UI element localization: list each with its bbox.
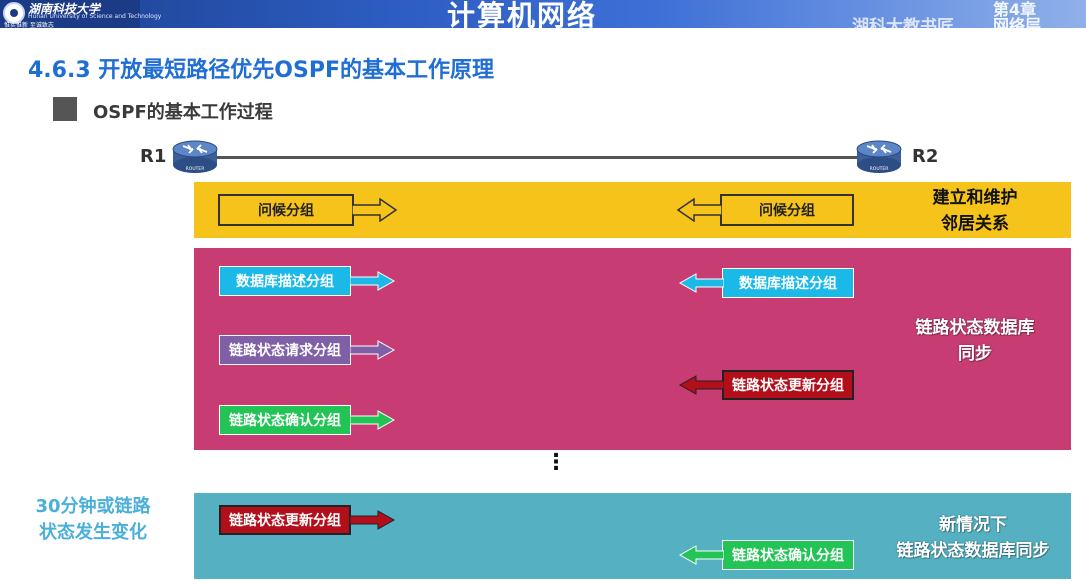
- watermark-chapter: 第4章: [993, 0, 1037, 19]
- hello-arrow-left-icon: [676, 198, 722, 222]
- router-r1-caption: ROUTER: [186, 166, 205, 172]
- lsu-packet-r2: 链路状态更新分组: [722, 370, 854, 400]
- dd-arrow-left-icon: [678, 273, 724, 293]
- university-emblem-icon: [3, 2, 25, 24]
- lsu-arrow-left-icon: [678, 375, 724, 395]
- dd-arrow-right-icon: [350, 271, 396, 291]
- header-bar: 湖南科技大学 Hunan University of Science and T…: [0, 0, 1086, 37]
- lsack-arrow-right-icon: [350, 410, 396, 430]
- band-label-neighbor: 建立和维护 邻居关系: [900, 185, 1050, 237]
- university-name: 湖南科技大学: [28, 2, 101, 16]
- router-r2-caption: ROUTER: [870, 166, 889, 172]
- lsr-arrow-right-icon: [350, 340, 396, 360]
- hello-packet-r1: 问候分组: [218, 194, 354, 226]
- band-label-neighbor-line2: 邻居关系: [941, 214, 1009, 234]
- router-r1-icon: ROUTER: [172, 140, 218, 173]
- lsack-packet-r2-teal: 链路状态确认分组: [722, 540, 854, 570]
- trigger-note-line2: 状态发生变化: [39, 522, 147, 543]
- band-label-lsdb-update: 新情况下 链路状态数据库同步: [878, 512, 1068, 564]
- trigger-note: 30分钟或链路 状态发生变化: [28, 494, 158, 546]
- network-link-line: [212, 156, 862, 159]
- ellipsis-vertical-icon: ⋮: [545, 450, 567, 475]
- dd-packet-r2: 数据库描述分组: [722, 268, 854, 298]
- lsr-packet-r1: 链路状态请求分组: [219, 335, 351, 365]
- hello-arrow-right-icon: [352, 198, 398, 222]
- university-motto: 惟实惟新 至诚致志: [4, 22, 54, 29]
- band-label-lsdb-sync: 链路状态数据库 同步: [890, 315, 1060, 367]
- bullet-heading: OSPF的基本工作过程: [93, 102, 273, 123]
- watermark-chapter-title: 网络层: [993, 16, 1042, 35]
- university-logo: 湖南科技大学 Hunan University of Science and T…: [0, 0, 161, 29]
- router-r2-icon: ROUTER: [856, 140, 902, 173]
- university-english-name: Hunan University of Science and Technolo…: [28, 13, 162, 20]
- lsu-teal-arrow-right-icon: [350, 510, 396, 530]
- band-label-lsdb-sync-line1: 链路状态数据库: [915, 318, 1035, 338]
- bullet-square-icon: [53, 97, 77, 121]
- router-r2-label: R2: [912, 146, 939, 167]
- dd-packet-r1: 数据库描述分组: [219, 266, 351, 296]
- course-title: 计算机网络: [447, 0, 598, 32]
- band-label-lsdb-update-line1: 新情况下: [939, 515, 1007, 535]
- hello-packet-r2: 问候分组: [720, 194, 854, 226]
- band-label-lsdb-sync-line2: 同步: [958, 344, 992, 364]
- band-label-lsdb-update-line2: 链路状态数据库同步: [896, 541, 1050, 561]
- watermark-author: 湖科大教书匠: [852, 17, 954, 37]
- lsack-packet-r1: 链路状态确认分组: [219, 405, 351, 435]
- section-title: 4.6.3 开放最短路径优先OSPF的基本工作原理: [28, 58, 494, 83]
- lsu-packet-r1-teal: 链路状态更新分组: [219, 505, 351, 535]
- band-label-neighbor-line1: 建立和维护: [932, 188, 1018, 208]
- trigger-note-line1: 30分钟或链路: [35, 496, 151, 517]
- router-r1-label: R1: [140, 146, 167, 167]
- lsack-teal-arrow-left-icon: [678, 545, 724, 565]
